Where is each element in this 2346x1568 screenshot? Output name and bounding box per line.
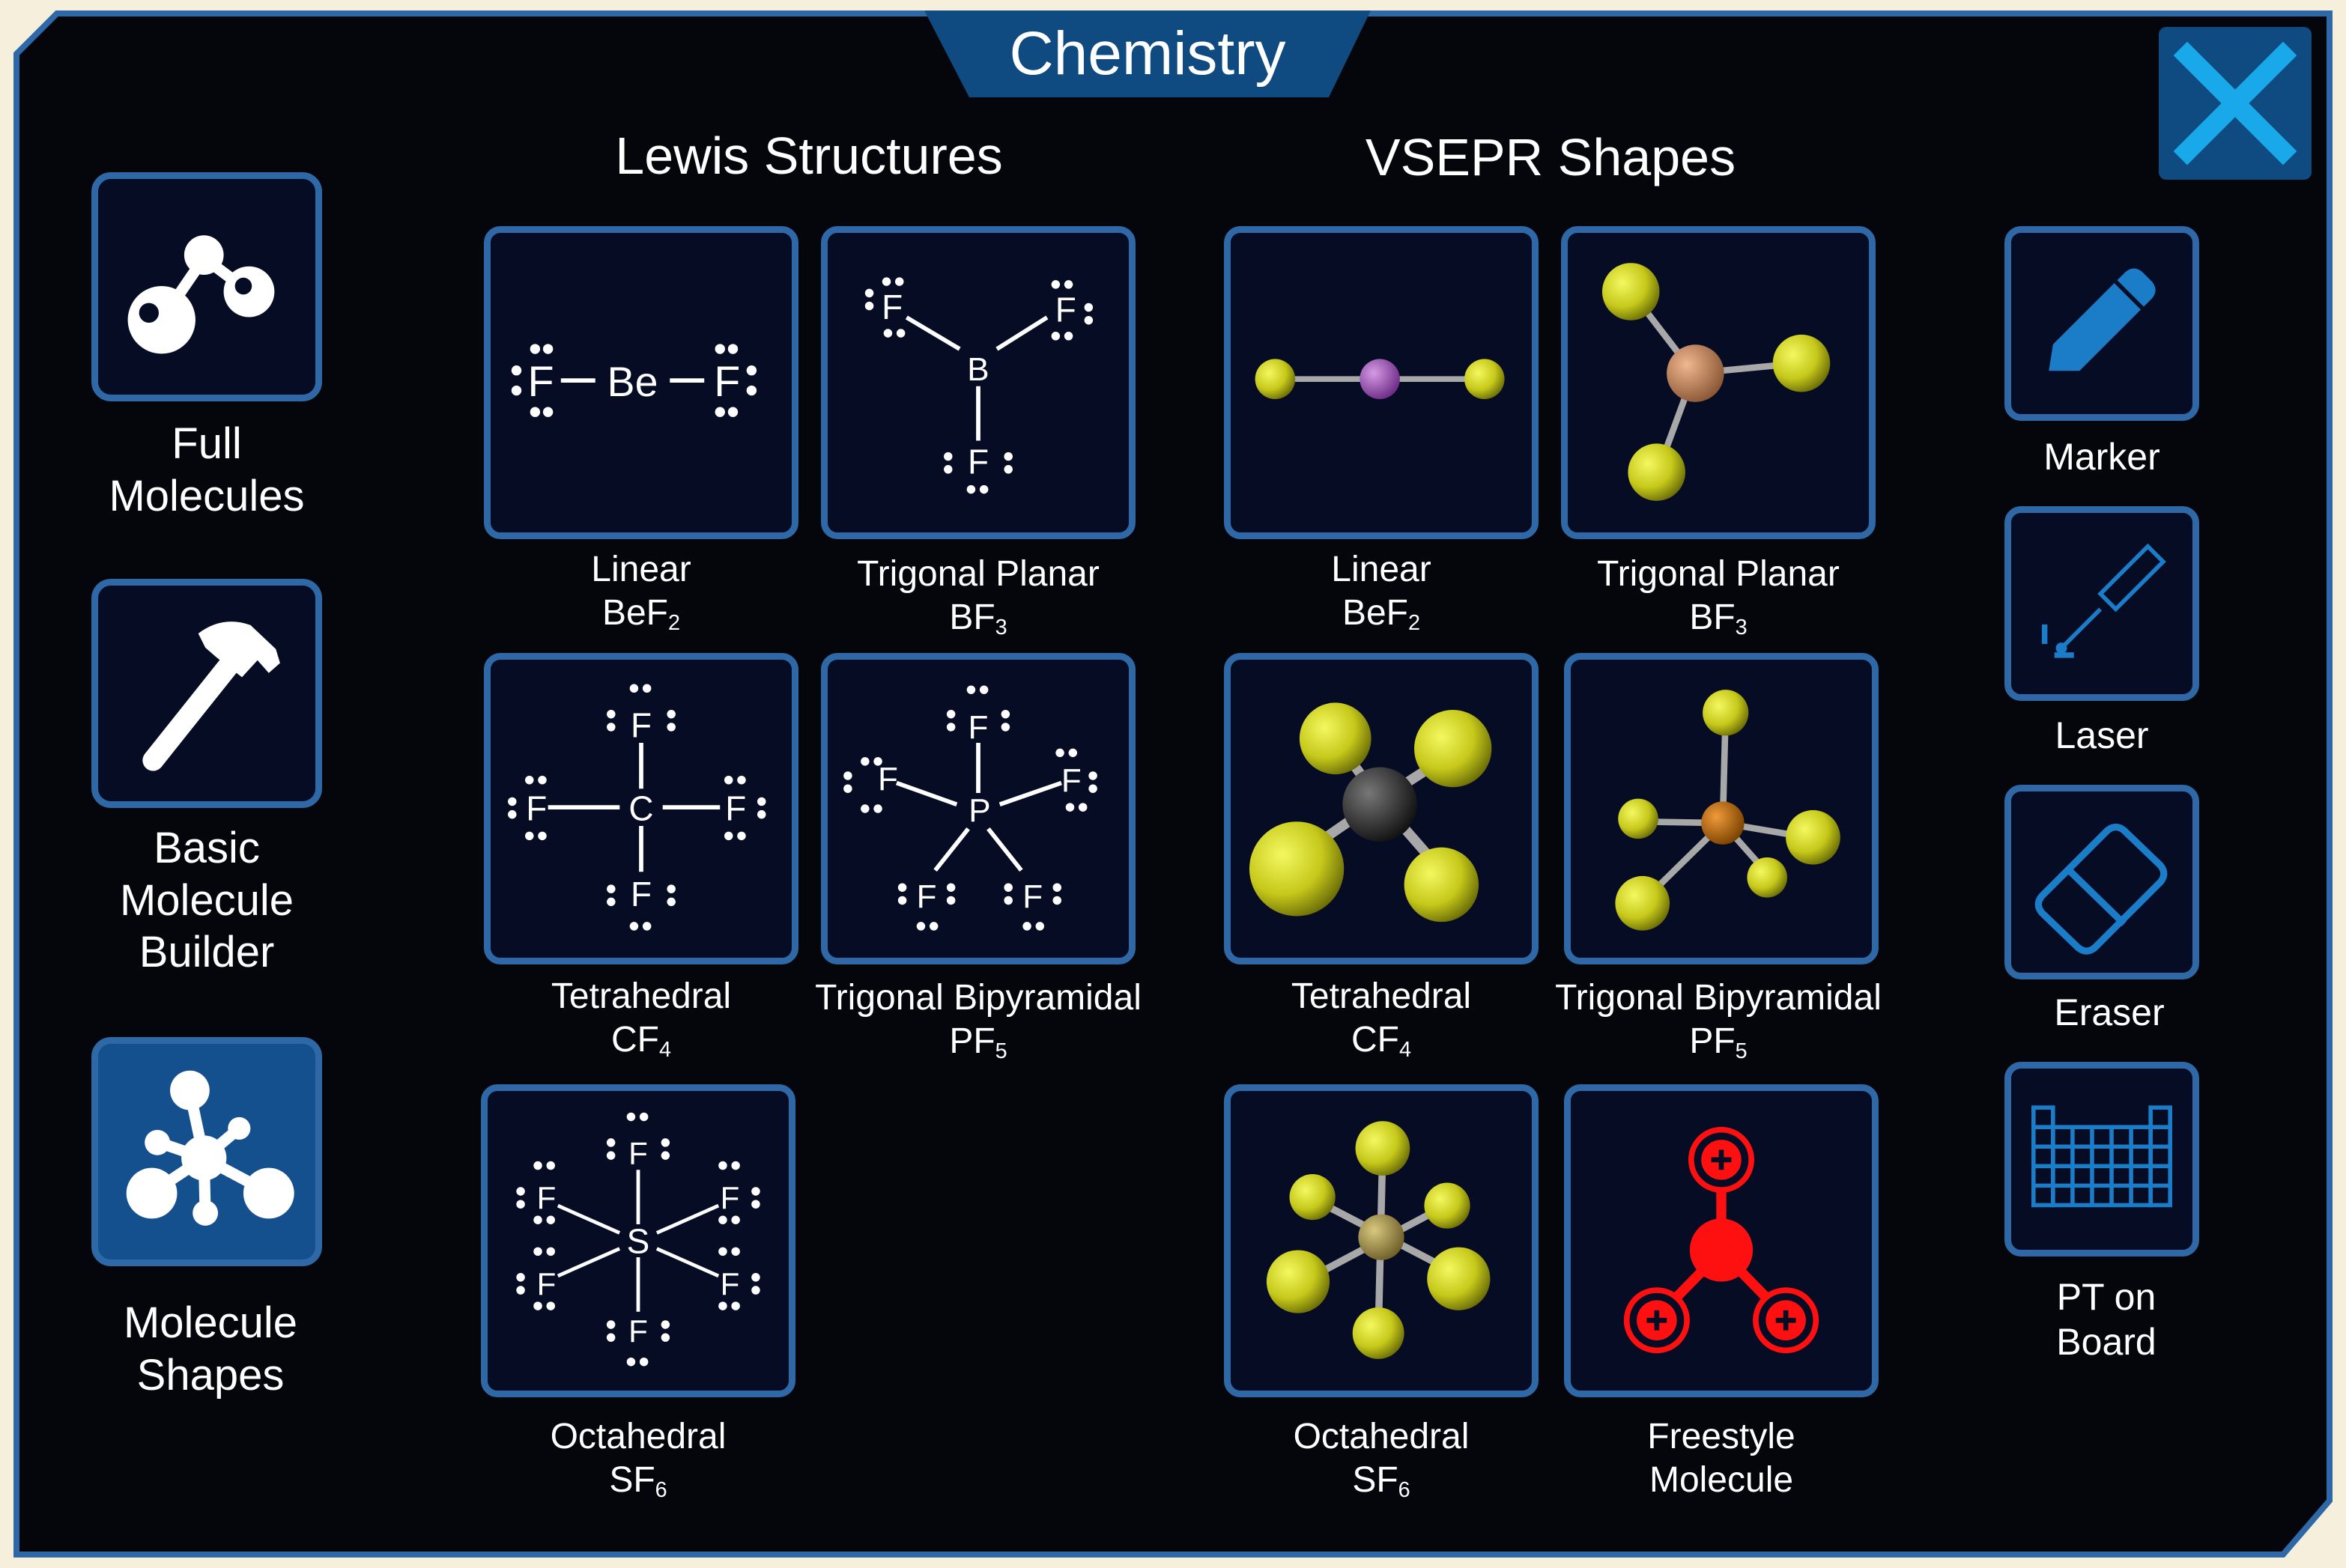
vsepr-trigonal-bipyramidal-tile[interactable] [1564,653,1879,964]
marker-icon [2049,268,2156,371]
molecule-shapes-label: Molecule Shapes [123,1298,298,1400]
atom-f: F [526,788,547,827]
vsepr-trigonal-planar-label: Trigonal Planar BF3 [1597,554,1840,639]
freestyle-molecule-tile[interactable] [1564,1084,1879,1397]
lewis-bf3-diagram: F F B F [864,277,1094,494]
atom-f: F [1055,291,1076,329]
hammer-icon [142,622,280,771]
atom-f: F [968,443,989,481]
atom-f: F [527,358,554,406]
lewis-trigonal-planar-tile[interactable]: F F B F [821,226,1136,539]
atom-f: F [1022,878,1043,915]
eraser-label: Eraser [2054,991,2165,1033]
atom-f: F [631,705,652,744]
vsepr-cf4-model [1249,702,1492,923]
basic-molecule-builder-button[interactable] [91,579,322,808]
pt-on-board-label: PT on Board [2056,1276,2156,1363]
atom-f: F [725,788,746,827]
laser-icon [2041,543,2166,658]
vsepr-octahedral-label: Octahedral SF6 [1293,1417,1470,1502]
molecule-icon [127,235,275,354]
page-title: Chemistry [1009,19,1286,88]
eraser-button[interactable] [2004,785,2199,979]
vsepr-bef2-model [1255,359,1505,400]
freestyle-molecule-icon [1623,1126,1819,1354]
atom-s: S [627,1221,650,1260]
atom-p: P [969,792,990,829]
lewis-tetrahedral-tile[interactable]: F C F F F [484,653,798,964]
lewis-tetrahedral-label: Tetrahedral CF4 [551,976,732,1062]
atom-f: F [537,1180,557,1215]
close-icon [2173,41,2297,165]
atom-c: C [628,788,653,827]
eraser-icon [2034,823,2168,955]
laser-label: Laser [2055,714,2149,756]
atom-f: F [714,358,740,406]
vsepr-pf5-model [1615,690,1840,931]
vsepr-octahedral-tile[interactable] [1224,1084,1539,1397]
marker-label: Marker [2043,436,2160,478]
molecule-shapes-button[interactable] [91,1037,322,1266]
vsepr-linear-label: Linear BeF2 [1331,550,1431,635]
pt-on-board-button[interactable] [2004,1062,2199,1256]
lewis-trigonal-bipyramidal-label: Trigonal Bipyramidal PF5 [815,978,1142,1063]
atom-f: F [631,875,652,914]
lewis-cf4-diagram: F C F F F [508,684,766,931]
atom-f: F [917,878,937,915]
vsepr-trigonal-bipyramidal-label: Trigonal Bipyramidal PF5 [1555,978,1882,1063]
vsepr-tetrahedral-tile[interactable] [1224,653,1539,964]
lewis-linear-label: Linear BeF2 [591,550,691,635]
atom-f: F [537,1266,557,1301]
vsepr-shapes-heading: VSEPR Shapes [1365,128,1736,186]
basic-molecule-builder-label: Basic Molecule Builder [119,824,294,977]
lewis-trigonal-planar-label: Trigonal Planar BF3 [857,554,1100,639]
laser-button[interactable] [2004,506,2199,701]
atom-f: F [882,288,903,326]
lewis-sf6-diagram: F S F F F F F [516,1112,760,1367]
atom-be: Be [607,359,658,405]
chemistry-panel [13,10,2333,1558]
lewis-octahedral-tile[interactable]: F S F F F F F [481,1084,795,1397]
full-molecules-button[interactable] [91,172,322,401]
lewis-bef2-diagram: F Be F [511,344,757,417]
vsepr-linear-tile[interactable] [1224,226,1539,539]
close-button[interactable] [2159,27,2312,180]
full-molecules-label: Full Molecules [109,419,305,520]
atom-f: F [721,1266,740,1301]
lewis-octahedral-label: Octahedral SF6 [550,1417,727,1502]
lewis-trigonal-bipyramidal-tile[interactable]: F F F P F F [821,653,1136,964]
vsepr-bf3-model [1601,263,1831,501]
marker-button[interactable] [2004,226,2199,421]
lewis-pf5-diagram: F F F P F F [843,685,1097,931]
lewis-linear-tile[interactable]: F Be F [484,226,798,539]
freestyle-molecule-label: Freestyle Molecule [1647,1417,1795,1500]
vsepr-tetrahedral-label: Tetrahedral CF4 [1291,976,1472,1062]
atom-f: F [969,709,989,746]
atom-f: F [721,1180,740,1215]
lewis-structures-heading: Lewis Structures [615,127,1003,185]
atom-f: F [628,1313,648,1349]
atom-f: F [878,761,898,797]
vsepr-trigonal-planar-tile[interactable] [1561,226,1876,539]
atom-b: B [967,351,989,388]
atom-f: F [628,1136,648,1171]
title-tab [924,10,1371,97]
periodic-table-icon [2031,1105,2173,1208]
atom-f: F [1061,762,1082,799]
molecule-shapes-icon [126,1070,294,1226]
vsepr-sf6-model [1266,1121,1491,1359]
